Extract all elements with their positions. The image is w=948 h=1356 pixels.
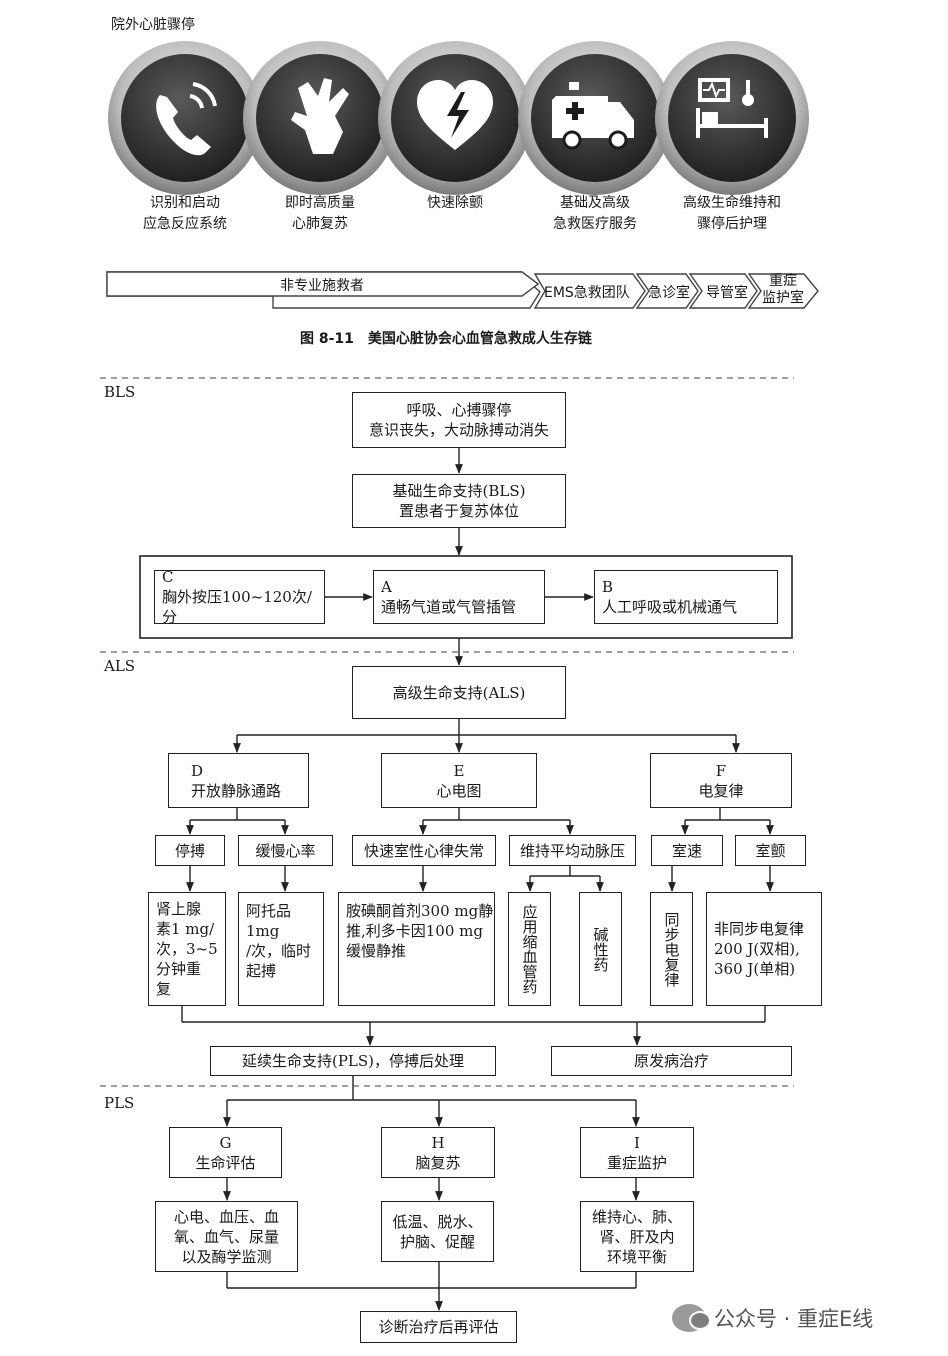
ems-label: EMS急救团队 bbox=[544, 285, 630, 301]
bls-section-label: BLS bbox=[104, 383, 136, 401]
ed-label: 急诊室 bbox=[648, 285, 690, 301]
icu-segment bbox=[747, 273, 819, 309]
ems-segment bbox=[533, 273, 646, 309]
phone-icon bbox=[156, 82, 217, 156]
chain-step-2-label: 即时高质量心肺复苏 bbox=[285, 195, 355, 232]
vf-box: 室颤 bbox=[735, 835, 806, 866]
asystole-box: 停搏 bbox=[155, 835, 225, 866]
vasopressor-box: 应用缩血管药 bbox=[508, 892, 551, 1006]
watermark: 公众号 · 重症E线 bbox=[672, 1303, 873, 1333]
i-detail-box: 维持心、肺、肾、肝及内环境平衡 bbox=[580, 1201, 694, 1272]
pls-box: 延续生命支持(PLS)，停搏后处理 bbox=[210, 1046, 496, 1076]
als-section-label: ALS bbox=[104, 657, 136, 675]
vt-box: 室速 bbox=[651, 835, 723, 866]
section-dividers bbox=[100, 377, 794, 1087]
wechat-icon bbox=[672, 1304, 711, 1332]
h-detail-box: 低温、脱水、护脑、促醒 bbox=[381, 1201, 494, 1262]
responder-bar bbox=[106, 271, 819, 309]
primary-disease-box: 原发病治疗 bbox=[551, 1046, 792, 1076]
bls-box: 基础生命支持(BLS)置患者于复苏体位 bbox=[352, 474, 566, 528]
als-box: 高级生命支持(ALS) bbox=[352, 666, 566, 719]
alkali-box: 碱性药 bbox=[579, 892, 622, 1006]
cpr-hands-icon bbox=[291, 78, 349, 154]
bradycardia-box: 缓慢心率 bbox=[238, 835, 333, 866]
chain-link-1 bbox=[108, 41, 262, 195]
chain-title: 院外心脏骤停 bbox=[111, 17, 195, 33]
pls-section-label: PLS bbox=[104, 1094, 135, 1112]
ventricular-tachyarrhythmia-box: 快速室性心律失常 bbox=[352, 835, 496, 866]
chain-step-1-label: 识别和启动应急反应系统 bbox=[143, 195, 227, 232]
arrest-box: 呼吸、心搏骤停意识丧失，大动脉搏动消失 bbox=[352, 392, 566, 448]
connectors bbox=[181, 448, 774, 1311]
cath-segment bbox=[688, 273, 758, 309]
chain-step-4-label: 基础及高级急救医疗服务 bbox=[553, 195, 637, 232]
icu-label: 重症监护室 bbox=[762, 273, 804, 306]
lay-rescuer-label: 非专业施救者 bbox=[280, 278, 364, 294]
reassessment-box: 诊断治疗后再评估 bbox=[360, 1311, 517, 1343]
cab-group-frame bbox=[139, 555, 793, 639]
hospital-bed-icon bbox=[696, 78, 768, 138]
chain-step-3-label: 快速除颤 bbox=[427, 195, 483, 211]
sync-cardioversion-box: 同步电复律 bbox=[650, 892, 693, 1006]
g-detail-box: 心电、血压、血氧、血气、尿量以及酶学监测 bbox=[155, 1201, 298, 1272]
ed-segment bbox=[635, 273, 699, 309]
atropine-box: 阿托品1mg/次，临时起搏 bbox=[238, 892, 324, 1006]
chain-link-5 bbox=[655, 41, 809, 195]
defibrillator-heart-icon bbox=[417, 80, 493, 150]
ambulance-icon bbox=[552, 82, 634, 150]
cath-label: 导管室 bbox=[706, 285, 748, 301]
map-maintenance-box: 维持平均动脉压 bbox=[509, 835, 636, 866]
chain-step-5-label: 高级生命维持和骤停后护理 bbox=[683, 195, 781, 232]
